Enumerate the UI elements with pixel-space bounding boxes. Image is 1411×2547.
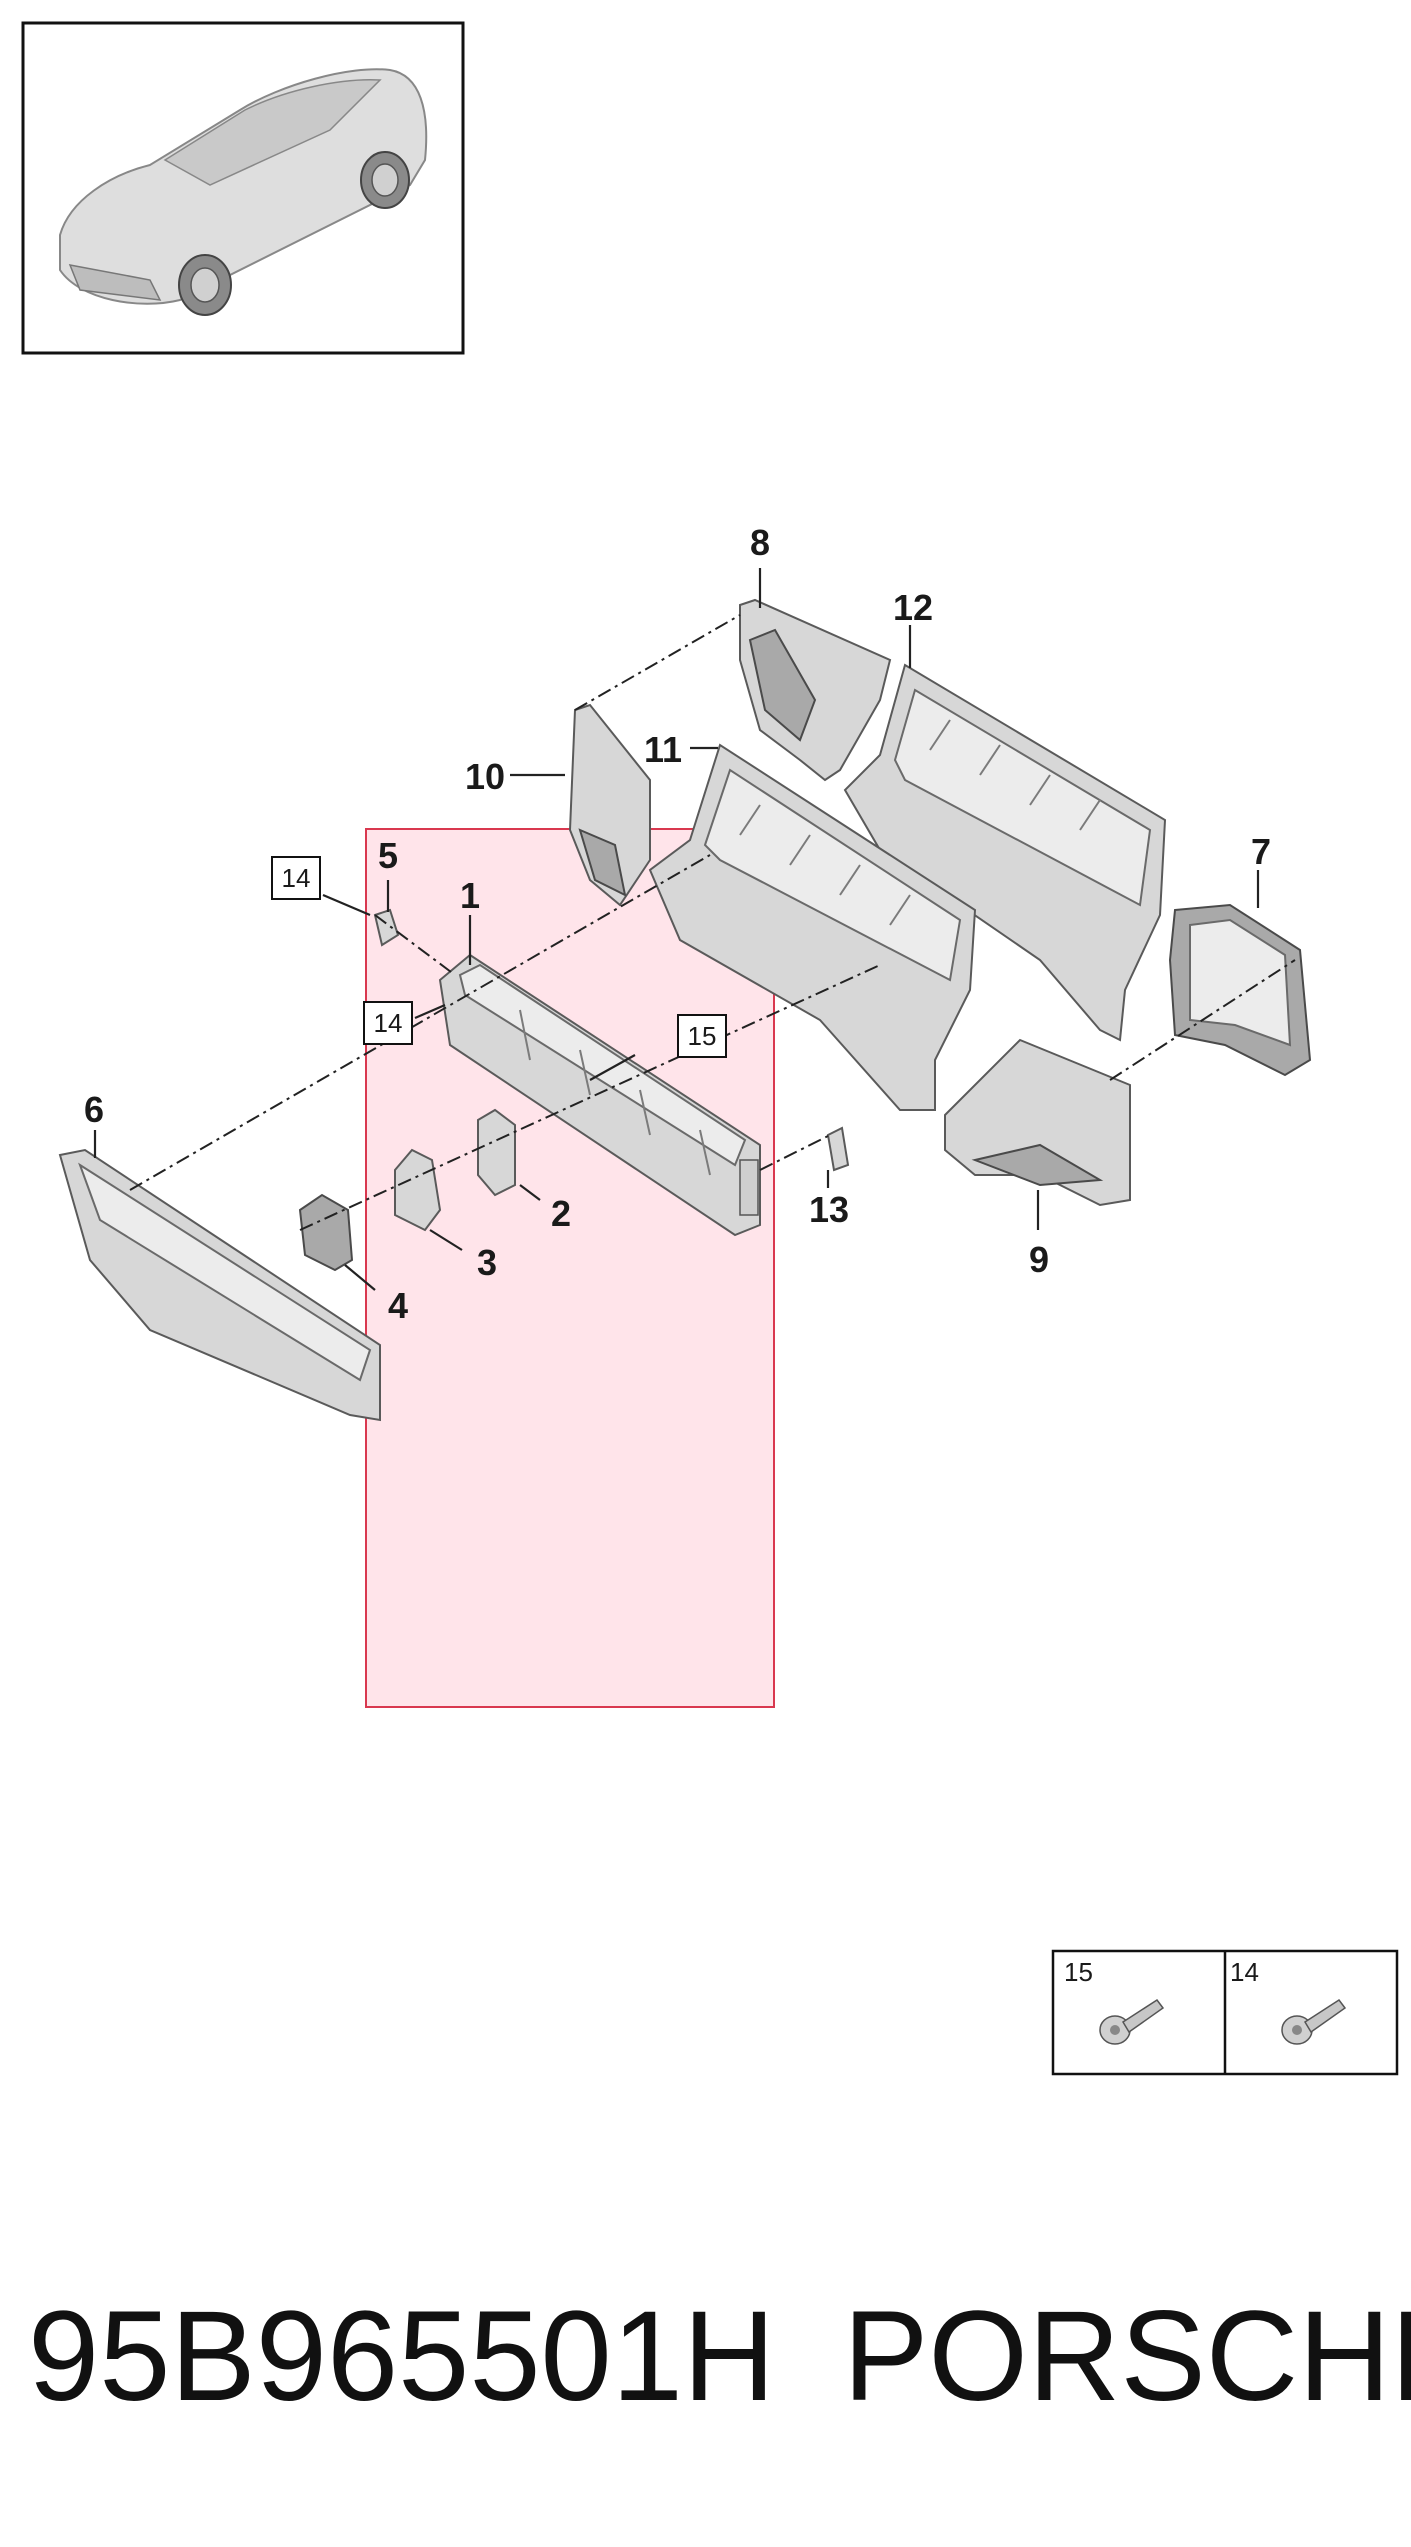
callout-7: 7 <box>1251 831 1271 872</box>
button-head-screw-icon <box>1099 1998 1165 2045</box>
callout-5: 5 <box>378 835 398 876</box>
legend-number-14: 14 <box>1230 1957 1259 1987</box>
part-3-bracket <box>394 1148 442 1232</box>
callout-11: 11 <box>644 729 682 770</box>
boxed-callout-15: 15 <box>677 1014 727 1058</box>
callout-8: 8 <box>750 522 770 563</box>
callout-6: 6 <box>84 1089 104 1130</box>
part-2-bracket <box>477 1108 516 1197</box>
boxed-callout-14-mid: 14 <box>363 1001 413 1045</box>
callout-9: 9 <box>1029 1239 1049 1280</box>
leader-lines <box>93 568 1260 1291</box>
callout-13: 13 <box>809 1189 849 1230</box>
callout-10: 10 <box>465 756 505 797</box>
vehicle-thumbnail <box>21 21 465 355</box>
boxed-callout-14-top: 14 <box>271 856 321 900</box>
part-4-bracket <box>298 1193 354 1272</box>
svg-text:14: 14 <box>374 1008 403 1038</box>
part-6-lower-grille <box>58 1148 381 1422</box>
callout-3: 3 <box>477 1242 497 1283</box>
fastener-legend: 15 14 <box>1051 1949 1399 2076</box>
callout-2: 2 <box>551 1193 571 1234</box>
part-number-label: 95B965501H <box>28 2285 775 2428</box>
button-head-screw-icon <box>1281 1998 1347 2045</box>
svg-text:14: 14 <box>282 863 311 893</box>
part-10-side-duct <box>568 703 651 907</box>
highlight-region <box>365 828 775 1708</box>
part-12-air-duct-frame <box>843 663 1167 1042</box>
part-9-air-duct <box>944 1038 1131 1207</box>
callout-4: 4 <box>388 1285 408 1326</box>
svg-text:15: 15 <box>688 1021 717 1051</box>
brand-label: PORSCHE <box>843 2285 1411 2428</box>
legend-number-15: 15 <box>1064 1957 1093 1987</box>
car-icon <box>59 68 428 316</box>
callout-12: 12 <box>893 587 933 628</box>
part-13-clip <box>826 1126 850 1172</box>
part-7-air-duct <box>1168 903 1312 1077</box>
callout-1: 1 <box>460 875 480 916</box>
part-11-air-duct-frame <box>648 743 977 1111</box>
part-8-air-duct <box>739 598 892 782</box>
assembly-lines <box>129 614 1296 1231</box>
